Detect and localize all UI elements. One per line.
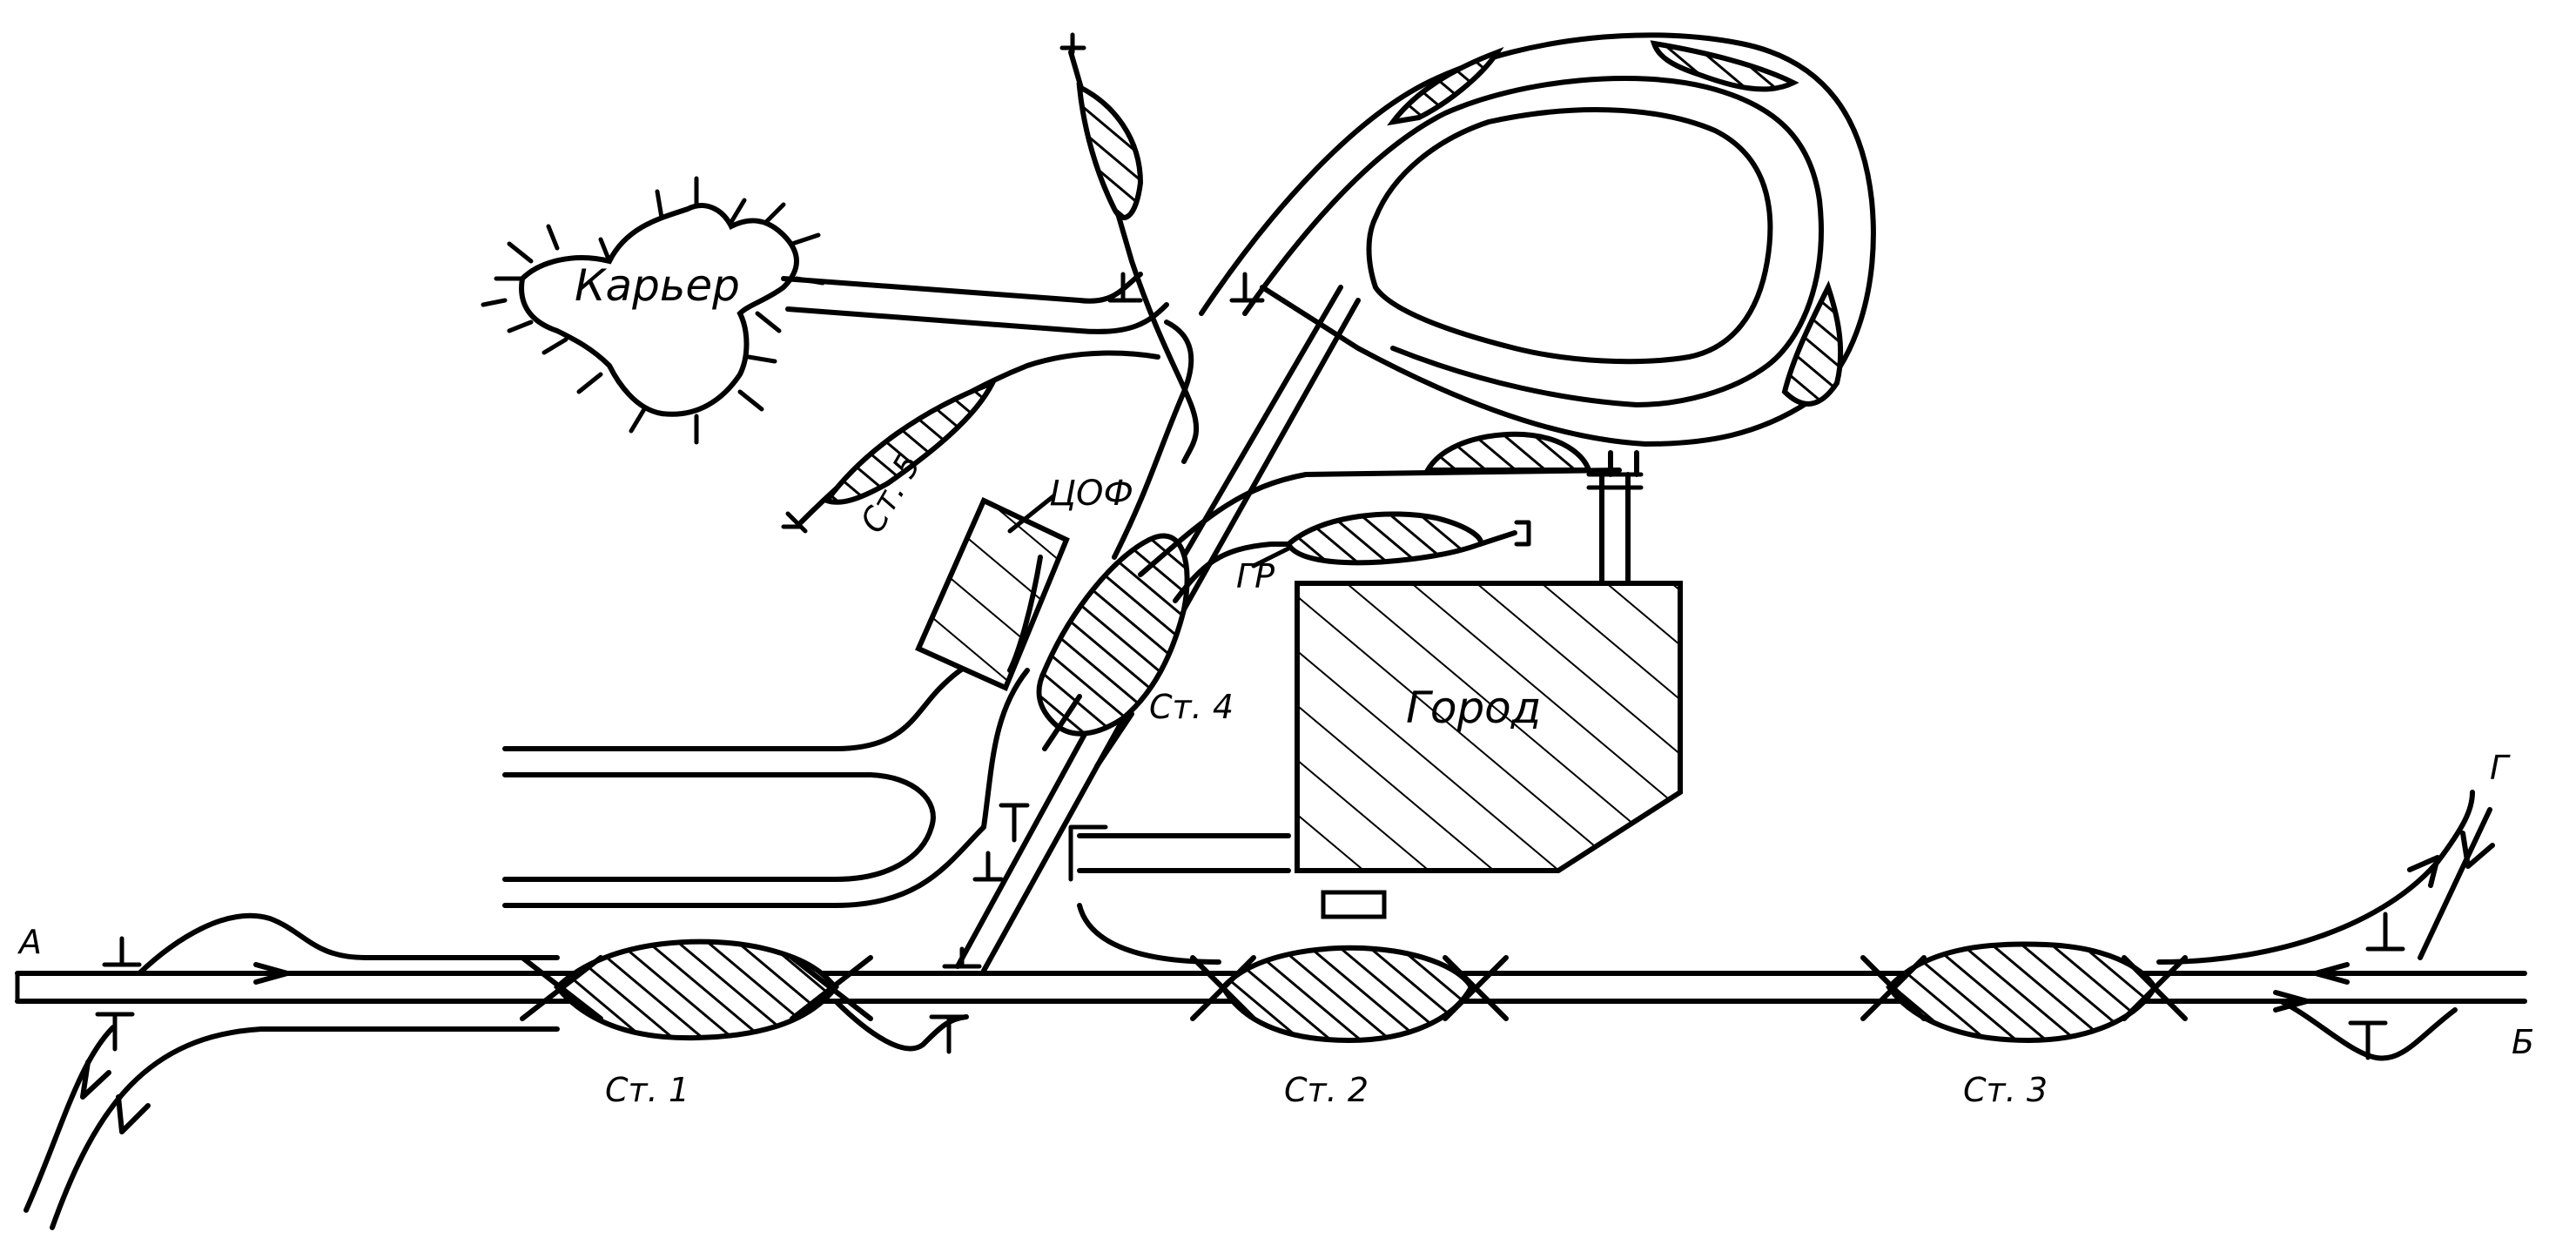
approach-b-g — [2156, 790, 2495, 1061]
north-branch — [1059, 32, 1265, 464]
point-a-label: А — [17, 923, 42, 961]
station-3-label: Ст. 3 — [1963, 1071, 2048, 1109]
approach-a — [24, 912, 560, 1230]
quarry-label: Карьер — [575, 260, 740, 311]
station-1-label: Ст. 1 — [605, 1071, 689, 1109]
depot-lines — [502, 659, 1030, 908]
point-g-label: Г — [2490, 749, 2511, 787]
town — [1295, 472, 1683, 919]
siding-town-top — [1423, 431, 1593, 473]
point-b-label: Б — [2512, 1023, 2534, 1061]
station-3 — [1860, 941, 2188, 1044]
station-4-label: Ст. 4 — [1149, 688, 1234, 726]
processing-plant — [915, 494, 1070, 692]
rail-yard-label: ГР — [1236, 557, 1275, 595]
plant-label: ЦОФ — [1049, 474, 1133, 514]
station-2-label: Ст. 2 — [1284, 1071, 1369, 1109]
loop-line — [1199, 32, 1876, 477]
station-2 — [1190, 945, 1509, 1044]
station-1 — [520, 939, 969, 1054]
rail-yard-gr — [1251, 511, 1531, 569]
station-5 — [781, 350, 1160, 534]
quarry — [481, 176, 1169, 445]
station-4 — [1036, 320, 1622, 769]
town-label: Город — [1406, 683, 1541, 733]
